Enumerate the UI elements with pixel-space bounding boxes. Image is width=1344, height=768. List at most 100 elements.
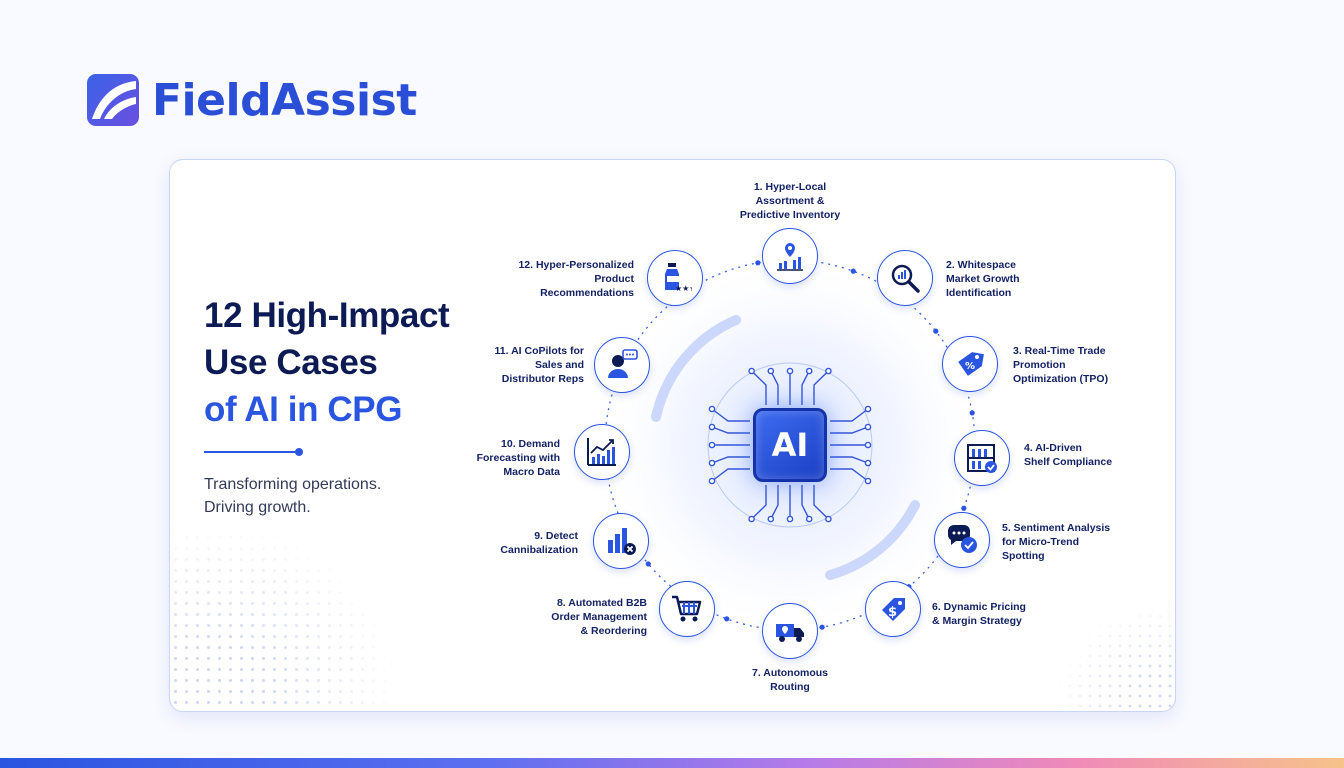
circuit-trace (813, 370, 829, 405)
use-case-node-11 (594, 337, 650, 393)
use-case-label-8: 8. Automated B2B Order Management & Reor… (551, 597, 647, 637)
logo-text: FieldAssist (152, 74, 417, 126)
circuit-node (825, 515, 832, 523)
bottle-stars-icon: ★★★ (665, 263, 692, 293)
circuit-trace (801, 485, 810, 520)
use-case-node-5 (934, 512, 990, 568)
svg-text:★★★: ★★★ (675, 284, 692, 293)
decorative-dots-left (170, 521, 400, 711)
subtitle-line-1: Transforming operations. (204, 476, 382, 493)
inner-arc-left (651, 315, 741, 422)
circuit-node (864, 405, 872, 413)
circuit-node (708, 405, 716, 413)
use-case-node-6: $ (865, 581, 921, 637)
circuit-trace (830, 408, 869, 422)
ring-dot (850, 268, 856, 274)
use-case-label-9: 9. Detect Cannibalization (500, 530, 578, 556)
fieldassist-wing-logo-icon (87, 74, 139, 126)
circuit-trace (830, 426, 869, 434)
ring-dot (755, 260, 761, 266)
use-case-label-6: 6. Dynamic Pricing & Margin Strategy (932, 601, 1026, 627)
percent-tag-icon: % (958, 352, 984, 376)
ring-dot (933, 328, 939, 334)
circuit-node (864, 423, 872, 431)
use-case-node-2 (877, 250, 933, 306)
magnifier-chart-icon (891, 264, 920, 293)
use-case-node-8 (659, 581, 715, 637)
ring-dot (724, 616, 730, 622)
chat-bubbles-icon (948, 525, 977, 553)
ai-chip-label: AI (771, 426, 809, 464)
shelf-check-icon (967, 444, 997, 473)
circuit-node (708, 459, 716, 467)
ring-dot (961, 505, 967, 511)
circuit-node (767, 515, 775, 523)
use-case-label-12: 12. Hyper-Personalized Product Recommend… (518, 259, 634, 299)
headline-line-3: of AI in CPG (204, 390, 403, 429)
fieldassist-logo: FieldAssist (86, 72, 417, 128)
headline-block: 12 High-Impact Use Cases of AI in CPG Tr… (204, 292, 504, 519)
circuit-node (864, 441, 872, 449)
person-chat-icon (608, 349, 638, 378)
use-case-label-11: 11. AI CoPilots for Sales and Distributo… (494, 345, 584, 385)
circuit-trace (711, 456, 750, 464)
circuit-node (786, 515, 794, 523)
circuit-node (864, 477, 872, 485)
circuit-trace (801, 370, 810, 405)
svg-text:$: $ (888, 605, 897, 620)
trend-chart-icon (587, 438, 616, 466)
headline-line-2: Use Cases (204, 343, 378, 382)
inner-arc-right (825, 500, 920, 580)
subtitle-line-2: Driving growth. (204, 499, 311, 516)
circuit-trace (751, 370, 767, 405)
bottom-gradient-bar (0, 758, 1344, 768)
circuit-trace (711, 468, 750, 482)
ai-chip: AI (753, 408, 827, 482)
bar-chart-x-icon (608, 528, 636, 555)
circuit-node (748, 367, 755, 375)
use-case-node-9 (593, 513, 649, 569)
use-case-label-10: 10. Demand Forecasting with Macro Data (476, 438, 560, 478)
subtitle: Transforming operations. Driving growth. (204, 473, 504, 519)
circuit-node (786, 367, 794, 375)
use-case-node-10 (574, 424, 630, 480)
use-case-node-12: ★★★ (647, 250, 703, 306)
ring-dot (969, 410, 975, 416)
ring-dot (819, 624, 825, 630)
location-bar-chart-icon (777, 243, 803, 271)
circuit-ring (707, 362, 873, 528)
circuit-node (864, 459, 872, 467)
circuit-traces (708, 367, 872, 523)
shopping-cart-icon (672, 595, 702, 622)
circuit-node (767, 367, 775, 375)
circuit-node (708, 423, 716, 431)
use-case-node-4 (954, 430, 1010, 486)
use-case-label-2: 2. Whitespace Market Growth Identificati… (946, 259, 1020, 299)
circuit-node (708, 477, 716, 485)
use-case-label-5: 5. Sentiment Analysis for Micro-Trend Sp… (1002, 522, 1111, 562)
circuit-trace (830, 468, 869, 482)
use-case-node-3: % (942, 336, 998, 392)
circuit-trace (813, 485, 829, 520)
circuit-trace (770, 485, 779, 520)
circuit-node (825, 367, 832, 375)
use-case-label-7: 7. Autonomous Routing (751, 667, 829, 693)
circuit-node (708, 441, 716, 449)
circuit-node (805, 515, 813, 523)
circuit-node (748, 515, 755, 523)
use-case-label-1: 1. Hyper-Local Assortment & Predictive I… (739, 181, 841, 221)
ring-dot (645, 561, 651, 567)
decorative-dots-right (1055, 601, 1175, 711)
use-case-node-1 (762, 228, 818, 284)
circuit-trace (830, 456, 869, 464)
circuit-trace (711, 426, 750, 434)
infographic-card: 12 High-Impact Use Cases of AI in CPG Tr… (169, 159, 1176, 712)
circuit-trace (751, 485, 767, 520)
use-case-label-4: 4. AI-Driven Shelf Compliance (1024, 442, 1113, 468)
dollar-tag-icon: $ (882, 598, 905, 621)
circuit-node (805, 367, 813, 375)
headline-line-1: 12 High-Impact (204, 296, 450, 335)
use-case-label-3: 3. Real-Time Trade Promotion Optimizatio… (1013, 345, 1109, 385)
circuit-trace (711, 408, 750, 422)
use-case-node-7 (762, 603, 818, 659)
